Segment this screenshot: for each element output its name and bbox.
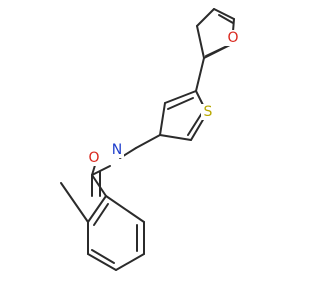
thiophene-ring: [159, 90, 208, 141]
bond: [135, 134, 161, 149]
bond: [196, 8, 215, 27]
bond: [91, 165, 111, 176]
bond: [164, 90, 197, 104]
bond: [159, 134, 192, 141]
thiophene-sulfur-label: S: [204, 104, 213, 120]
carbonyl-oxygen-label: O: [88, 150, 99, 166]
bond: [91, 249, 115, 264]
bond: [93, 203, 109, 226]
bond: [213, 8, 235, 20]
bond: [91, 174, 107, 197]
bond: [218, 14, 234, 24]
atom-label-furan-oxygen: O: [226, 30, 240, 46]
bond: [167, 97, 194, 110]
atom-label-carbonyl-oxygen: O: [87, 150, 101, 166]
bond: [159, 102, 166, 136]
amide-nitrogen-label: N: [112, 142, 122, 158]
bond: [87, 195, 107, 223]
atom-label-thiophene-sulfur: S: [201, 104, 215, 120]
bond: [205, 46, 226, 57]
bond: [87, 253, 117, 271]
bond: [60, 182, 89, 223]
bond: [115, 253, 145, 271]
bond: [105, 195, 145, 223]
atom-label-amide-nitrogen: N: [110, 142, 124, 158]
bond: [196, 25, 205, 59]
molecule-structure-diagram: O S N O: [60, 8, 240, 271]
bond: [195, 57, 205, 92]
furan-oxygen-label: O: [227, 30, 238, 46]
benzene-ring: [87, 195, 145, 271]
bond: [187, 112, 203, 136]
